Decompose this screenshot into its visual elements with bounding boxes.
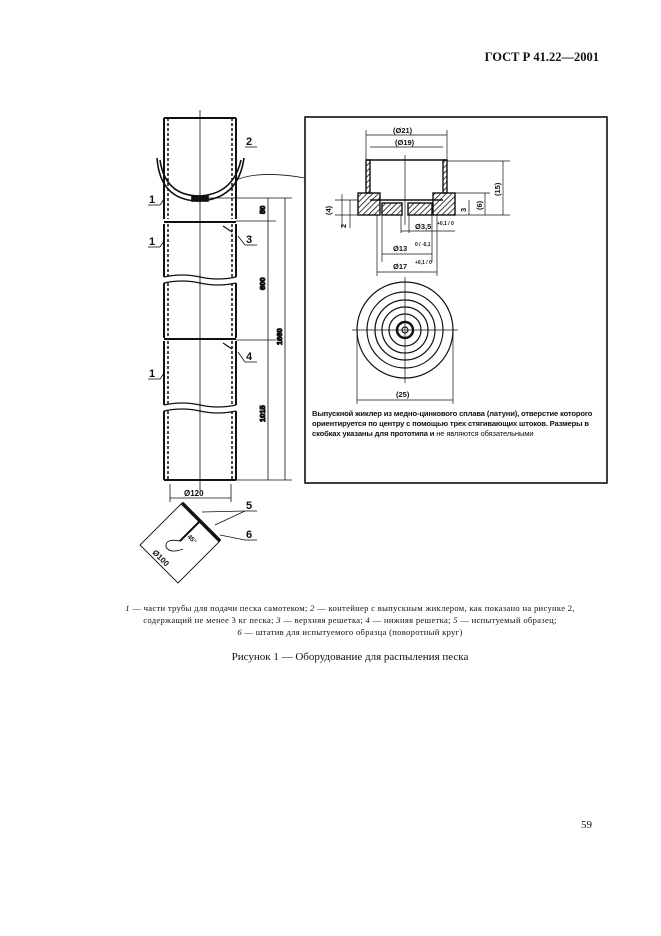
- equipment-drawing: 50 600 1660 1015 1 1 1 2 3 4 5 6 Ø120 Ø1…: [139, 110, 608, 584]
- legend-text: — части трубы для подачи песка самотеком…: [129, 603, 311, 613]
- callout-5: 5: [246, 500, 252, 512]
- dim-600: 600: [258, 277, 267, 290]
- nozzle-note-main: Выпускной жиклер из медно-цинкового спла…: [312, 409, 593, 439]
- callout-6: 6: [246, 529, 252, 541]
- legend-text: содержащий не менее 3 кг песка;: [143, 615, 277, 625]
- figure-legend: 1 — части трубы для подачи песка самотек…: [60, 602, 640, 638]
- callout-2: 2: [246, 136, 252, 148]
- dim-dia3-5-tolerance: +0,1 / 0: [437, 221, 454, 227]
- upper-grid: [222, 225, 233, 233]
- detail-frame: [304, 116, 608, 484]
- dim-dia3-5: Ø3,5: [415, 222, 431, 231]
- nozzle-plan-view: [352, 277, 458, 404]
- nozzle-note: Выпускной жиклер из медно-цинкового спла…: [312, 409, 604, 440]
- document-header: ГОСТ Р 41.22—2001: [484, 50, 599, 64]
- page-number: 59: [581, 819, 592, 831]
- dim-dia21: (Ø21): [393, 126, 413, 135]
- dim-dia120: Ø120: [184, 489, 204, 498]
- callout-1: 1: [149, 194, 155, 206]
- legend-text: — испытуемый образец;: [457, 615, 557, 625]
- dim-dia13: Ø13: [393, 244, 407, 253]
- legend-text: — верхняя решетка;: [280, 615, 366, 625]
- dim-dia17-tolerance: +0,1 / 0: [415, 260, 432, 266]
- figure-caption: Рисунок 1 — Оборудование для распыления …: [231, 651, 469, 663]
- dim-dia13-tolerance: 0 / -0,1: [415, 242, 431, 248]
- legend-number: 3: [276, 615, 281, 625]
- callout-3: 3: [246, 234, 252, 246]
- callout-4: 4: [246, 351, 253, 363]
- dim-6: (6): [475, 200, 484, 210]
- legend-number: 6: [237, 627, 242, 637]
- dim-dia19: (Ø19): [395, 138, 415, 147]
- dim-2: 2: [339, 224, 348, 228]
- dim-50: 50: [258, 206, 267, 214]
- callout-1: 1: [149, 236, 155, 248]
- legend-number: 2: [310, 603, 315, 613]
- dim-4: (4): [324, 205, 333, 215]
- legend-text: — штатив для испытуемого образца (поворо…: [241, 627, 463, 637]
- legend-text: — нижняя решетка;: [370, 615, 454, 625]
- nozzle-note-tail: не являются обязательными: [436, 429, 534, 439]
- legend-text: — контейнер с выпускным жиклером, как по…: [314, 603, 575, 613]
- legend-number: 1: [125, 603, 130, 613]
- dim-dia17: Ø17: [393, 262, 407, 271]
- legend-number: 4: [365, 615, 371, 625]
- legend-number: 5: [453, 615, 458, 625]
- dim-3: 3: [459, 208, 468, 212]
- specimen-holder: Ø120 Ø100 45°: [139, 484, 232, 584]
- lower-grid: [222, 342, 233, 350]
- dim-1660: 1660: [275, 328, 284, 345]
- nozzle-section: [357, 159, 456, 216]
- dim-25: (25): [396, 390, 410, 399]
- sand-container: [156, 157, 245, 202]
- dim-15: (15): [493, 182, 502, 196]
- dim-1015: 1015: [258, 405, 267, 422]
- callout-1: 1: [149, 368, 155, 380]
